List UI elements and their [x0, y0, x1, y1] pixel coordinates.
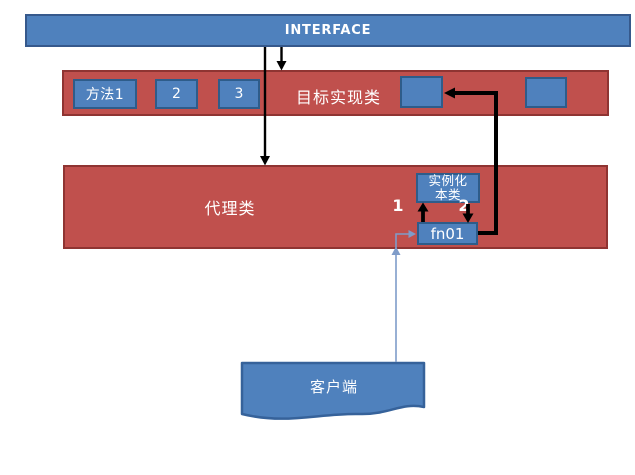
client-to-fn01-connector: [391, 230, 416, 362]
method-box-2: 2: [155, 79, 198, 109]
client-label: 客户端: [309, 378, 358, 396]
method-box-3: 3: [218, 79, 260, 109]
method-box-1: 方法1: [73, 79, 137, 109]
fn01-box: fn01: [417, 222, 478, 245]
method-box-3-label: 3: [234, 86, 244, 102]
client-document-outline: [240, 361, 426, 420]
instantiate-label-line1: 实例化: [428, 173, 468, 188]
interface-label: INTERFACE: [284, 23, 372, 38]
target-instance-box: [400, 76, 443, 108]
interface-to-target-arrow: [276, 47, 287, 71]
target-class-label: 目标实现类: [296, 88, 382, 107]
method-box-1-label: 方法1: [85, 87, 125, 103]
fn01-label: fn01: [430, 224, 465, 243]
target-class-bar: [62, 70, 609, 116]
client-shape: [240, 361, 426, 420]
proxy-class-bar: [63, 165, 608, 249]
proxy-class-label: 代理类: [204, 199, 256, 218]
step-1-label: 1: [392, 196, 404, 215]
target-extra-box: [525, 77, 567, 108]
method-box-2-label: 2: [172, 86, 181, 102]
interface-bar: INTERFACE: [25, 14, 631, 47]
step-2-label: 2: [458, 196, 470, 215]
